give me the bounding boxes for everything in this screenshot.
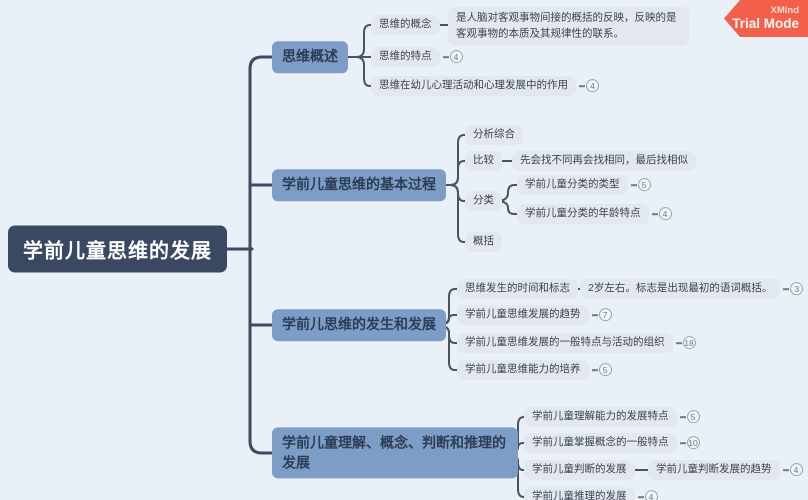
collapse-indicator[interactable]: 4 [782, 463, 803, 477]
branch-topic-understanding-concept-judgement[interactable]: 学前儿童理解、概念、判断和推理的发展 [272, 427, 518, 479]
topic-general-features-activity-organization[interactable]: 学前儿童思维发展的一般特点与活动的组织 [457, 333, 673, 353]
topic-judgement-development-trend[interactable]: 学前儿童判断发展的趋势 [648, 460, 780, 480]
collapse-indicator[interactable]: 4 [442, 50, 463, 64]
topic-row: 思维的概念 [371, 15, 440, 35]
topic-classification-age-features[interactable]: 学前儿童分类的年龄特点 [517, 204, 649, 224]
topic-understanding-development-features[interactable]: 学前儿童理解能力的发展特点 [524, 407, 677, 427]
topic-concept-mastery-features[interactable]: 学前儿童掌握概念的一般特点 [524, 433, 677, 453]
tag-dash-icon [591, 314, 598, 316]
tag-dash-icon [630, 184, 637, 186]
root-topic[interactable]: 学前儿童思维的发展 [8, 225, 227, 273]
topic-row: 学前儿童判断的发展 [524, 460, 635, 480]
topic-row: 学前儿童分类的年龄特点 4 [517, 204, 672, 224]
topic-thinking-ability-cultivation[interactable]: 学前儿童思维能力的培养 [457, 360, 589, 380]
collapsed-count-badge[interactable]: 3 [790, 282, 804, 296]
note-comparison-order[interactable]: 先会找不同再会找相同，最后找相似 [512, 151, 696, 171]
watermark-mode: Trial Mode [732, 15, 799, 31]
topic-row: 2岁左右。标志是出现最初的语词概括。 3 [580, 279, 804, 299]
topic-row: 学前儿童思维能力的培养 5 [457, 360, 612, 380]
collapse-indicator[interactable]: 4 [579, 79, 599, 93]
topic-comparison[interactable]: 比较 [465, 151, 502, 171]
topic-judgement-development[interactable]: 学前儿童判断的发展 [524, 460, 635, 480]
collapse-indicator[interactable]: 10 [679, 436, 700, 450]
topic-row: 分类 [465, 191, 502, 211]
topic-row: 学前儿童分类的类型 5 [517, 175, 651, 195]
collapsed-count-badge[interactable]: 5 [637, 178, 651, 192]
collapsed-count-badge[interactable]: 4 [658, 207, 672, 221]
tag-dash-icon [679, 442, 686, 444]
collapse-indicator[interactable]: 5 [679, 410, 700, 424]
collapse-indicator[interactable]: 3 [783, 282, 804, 296]
tag-dash-icon [442, 56, 449, 58]
topic-role-in-child-psychology[interactable]: 思维在幼儿心理活动和心理发展中的作用 [371, 76, 576, 96]
topic-row: 是人脑对客观事物间接的概括的反映，反映的是客观事物的本质及其规律性的联系。 [448, 6, 689, 46]
tag-dash-icon [675, 342, 682, 344]
note-emergence-age[interactable]: 2岁左右。标志是出现最初的语词概括。 [580, 279, 781, 299]
tag-dash-icon [782, 469, 789, 471]
topic-row: 学前儿童判断发展的趋势 4 [648, 460, 803, 480]
topic-row: 学前儿童思维发展的一般特点与活动的组织 18 [457, 333, 696, 353]
topic-classification-types[interactable]: 学前儿童分类的类型 [517, 175, 628, 195]
topic-development-trend[interactable]: 学前儿童思维发展的趋势 [457, 305, 589, 325]
topic-analysis-synthesis[interactable]: 分析综合 [465, 125, 523, 145]
collapsed-count-badge[interactable]: 7 [598, 308, 612, 322]
trial-mode-watermark: XMind Trial Mode [724, 0, 808, 37]
topic-row: 思维发生的时间和标志 [457, 279, 578, 299]
collapsed-count-badge[interactable]: 4 [449, 50, 463, 64]
collapse-indicator[interactable]: 4 [651, 207, 672, 221]
topic-reasoning-development[interactable]: 学前儿童推理的发展 [524, 487, 635, 500]
collapsed-count-badge[interactable]: 18 [682, 336, 696, 350]
topic-concept-of-thinking[interactable]: 思维的概念 [371, 15, 440, 35]
collapsed-count-badge[interactable]: 4 [644, 490, 658, 500]
note-concept-definition[interactable]: 是人脑对客观事物间接的概括的反映，反映的是客观事物的本质及其规律性的联系。 [448, 6, 689, 46]
topic-thinking-emergence-time-sign[interactable]: 思维发生的时间和标志 [457, 279, 578, 299]
topic-row: 学前儿童思维发展的趋势 7 [457, 305, 612, 325]
branch-topic-basic-process[interactable]: 学前儿童思维的基本过程 [272, 169, 446, 201]
tag-dash-icon [579, 85, 585, 87]
topic-thinking-features[interactable]: 思维的特点 [371, 47, 440, 67]
collapsed-count-badge[interactable]: 4 [789, 463, 803, 477]
branch-topic-emergence-development[interactable]: 学前儿思维的发生和发展 [272, 309, 446, 341]
collapsed-count-badge[interactable]: 10 [686, 436, 700, 450]
collapse-indicator[interactable]: 7 [591, 308, 612, 322]
collapse-indicator[interactable]: 4 [637, 490, 658, 500]
tag-dash-icon [591, 369, 598, 371]
collapse-indicator[interactable]: 5 [591, 363, 612, 377]
topic-row: 概括 [465, 232, 502, 252]
topic-row: 学前儿童理解能力的发展特点 5 [524, 407, 700, 427]
topic-row: 学前儿童掌握概念的一般特点 10 [524, 433, 700, 453]
topic-row: 思维在幼儿心理活动和心理发展中的作用 4 [371, 76, 599, 96]
tag-dash-icon [651, 213, 658, 215]
topic-row: 比较 [465, 151, 502, 171]
branch-topic-overview[interactable]: 思维概述 [272, 41, 348, 73]
topic-row: 分析综合 [465, 125, 523, 145]
tag-dash-icon [679, 416, 686, 418]
collapse-indicator[interactable]: 18 [675, 336, 696, 350]
collapse-indicator[interactable]: 5 [630, 178, 651, 192]
collapsed-count-badge[interactable]: 5 [598, 363, 612, 377]
tag-dash-icon [783, 288, 790, 290]
topic-generalization[interactable]: 概括 [465, 232, 502, 252]
tag-dash-icon [637, 496, 644, 498]
topic-row: 学前儿童推理的发展 4 [524, 487, 658, 500]
topic-row: 先会找不同再会找相同，最后找相似 [512, 151, 696, 171]
topic-classification[interactable]: 分类 [465, 191, 502, 211]
collapsed-count-badge[interactable]: 5 [686, 410, 700, 424]
topic-row: 思维的特点 4 [371, 47, 463, 67]
collapsed-count-badge[interactable]: 4 [586, 79, 599, 93]
watermark-brand: XMind [770, 4, 800, 16]
